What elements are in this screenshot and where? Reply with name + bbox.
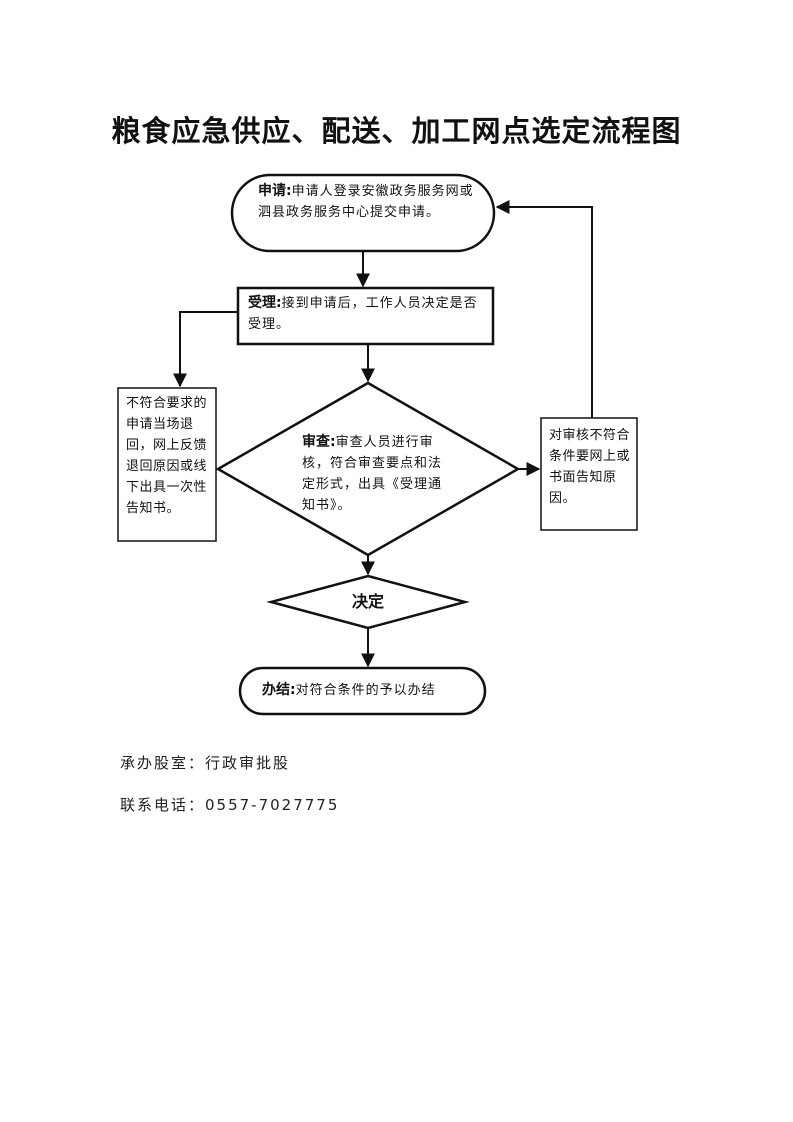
accept-node-text: 受理:接到申请后，工作人员决定是否受理。 (248, 293, 486, 335)
complete-description: 对符合条件的予以办结 (295, 683, 436, 698)
arrow-notify-to-apply (495, 200, 593, 418)
review-description: 审查人员进行审核，符合审查要点和法定形式，出具《受理通知书》。 (302, 435, 443, 513)
apply-node-text: 申请:申请人登录安徽政务服务网或泗县政务服务中心提交申请。 (258, 181, 480, 223)
decide-node-text: 决定 (318, 591, 418, 614)
reject-node-text: 不符合要求的申请当场退回，网上反馈退回原因或线下出具一次性告知书。 (126, 393, 210, 519)
decide-label: 决定 (351, 592, 384, 611)
page-title: 粮食应急供应、配送、加工网点选定流程图 (111, 114, 682, 148)
apply-label: 申请: (258, 183, 292, 199)
complete-node-shape (238, 666, 487, 716)
footer-phone: 联系电话：0557-7027775 (120, 796, 340, 814)
complete-node-text: 办结:对符合条件的予以办结 (262, 680, 477, 701)
complete-label: 办结: (262, 682, 296, 698)
arrow-accept-to-reject (173, 311, 238, 388)
review-node-text: 审查:审查人员进行审核，符合审查要点和法定形式，出具《受理通知书》。 (302, 432, 446, 516)
reject-node-shape (117, 387, 217, 542)
accept-label: 受理: (248, 295, 282, 311)
apply-description: 申请人登录安徽政务服务网或泗县政务服务中心提交申请。 (258, 184, 474, 220)
notify-description: 对审核不符合条件要网上或书面告知原因。 (549, 428, 631, 506)
footer-office: 承办股室：行政审批股 (120, 754, 291, 772)
reject-description: 不符合要求的申请当场退回，网上反馈退回原因或线下出具一次性告知书。 (126, 396, 208, 516)
review-label: 审查: (302, 434, 336, 450)
accept-description: 接到申请后，工作人员决定是否受理。 (248, 296, 478, 332)
notify-node-shape (540, 417, 638, 531)
notify-node-text: 对审核不符合条件要网上或书面告知原因。 (549, 425, 633, 509)
accept-node-shape (236, 286, 495, 346)
